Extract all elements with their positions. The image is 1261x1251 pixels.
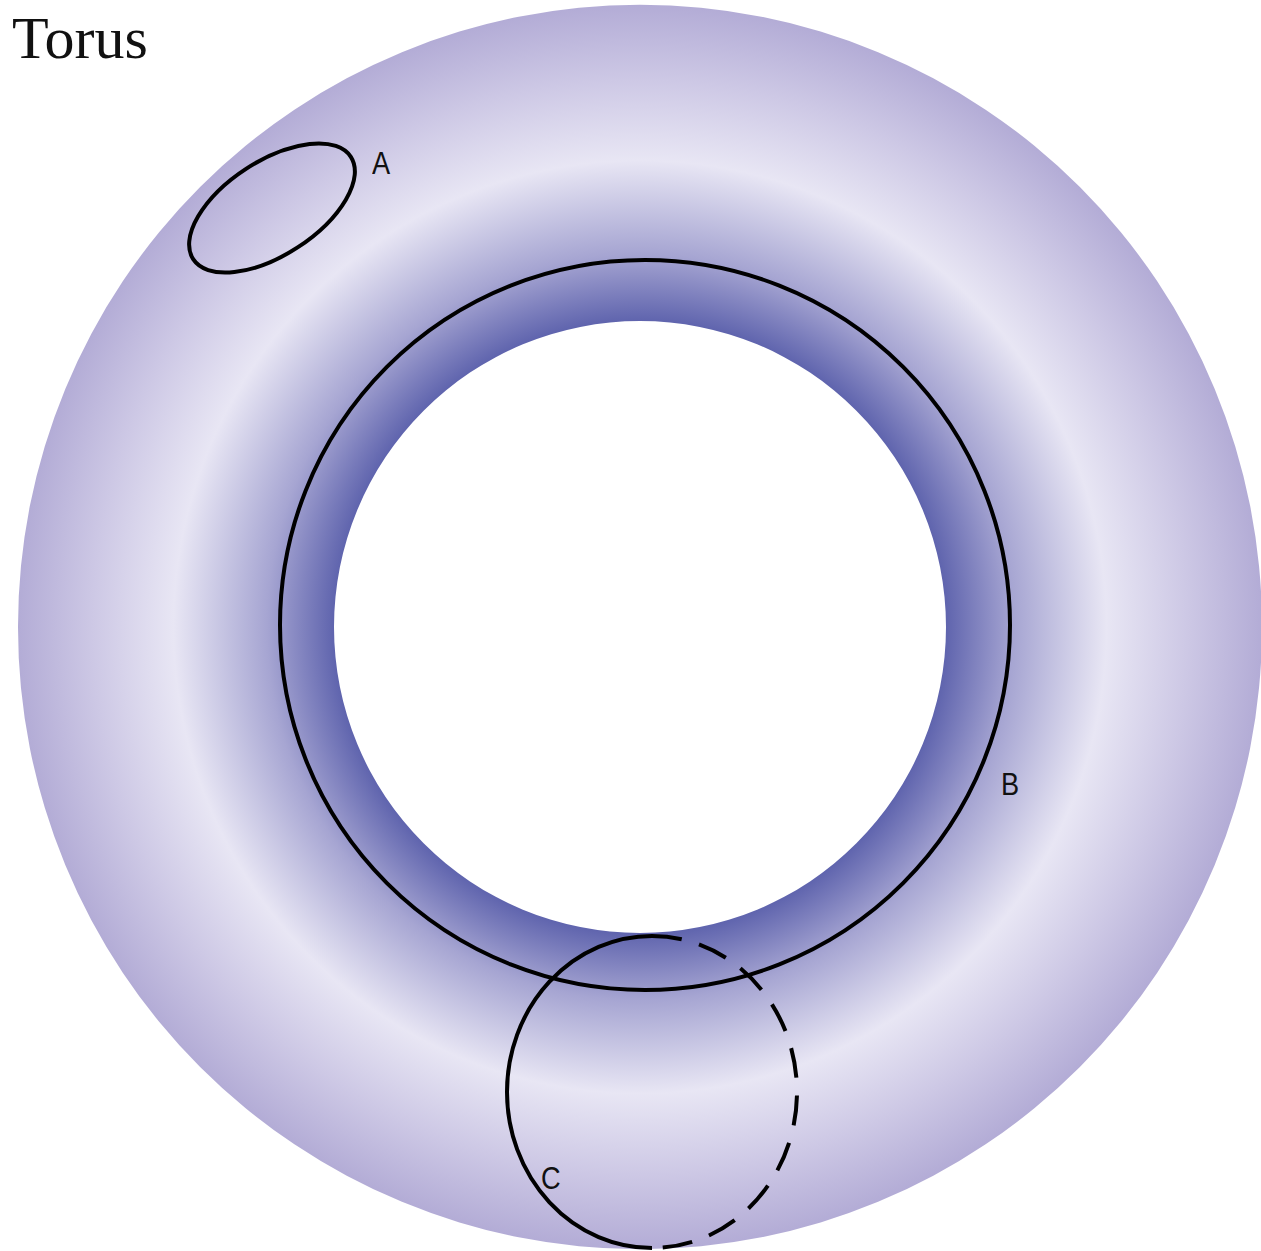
curve-label: B bbox=[1001, 768, 1019, 800]
torus-surface bbox=[18, 5, 1261, 1249]
loop-c-back bbox=[652, 936, 797, 1248]
loop-b bbox=[280, 260, 1010, 990]
loop-a bbox=[168, 117, 377, 298]
curve-label: A bbox=[372, 147, 390, 179]
loop-c-front bbox=[507, 936, 652, 1248]
curve-label: C bbox=[541, 1162, 561, 1194]
diagram-title: Torus bbox=[12, 8, 148, 68]
